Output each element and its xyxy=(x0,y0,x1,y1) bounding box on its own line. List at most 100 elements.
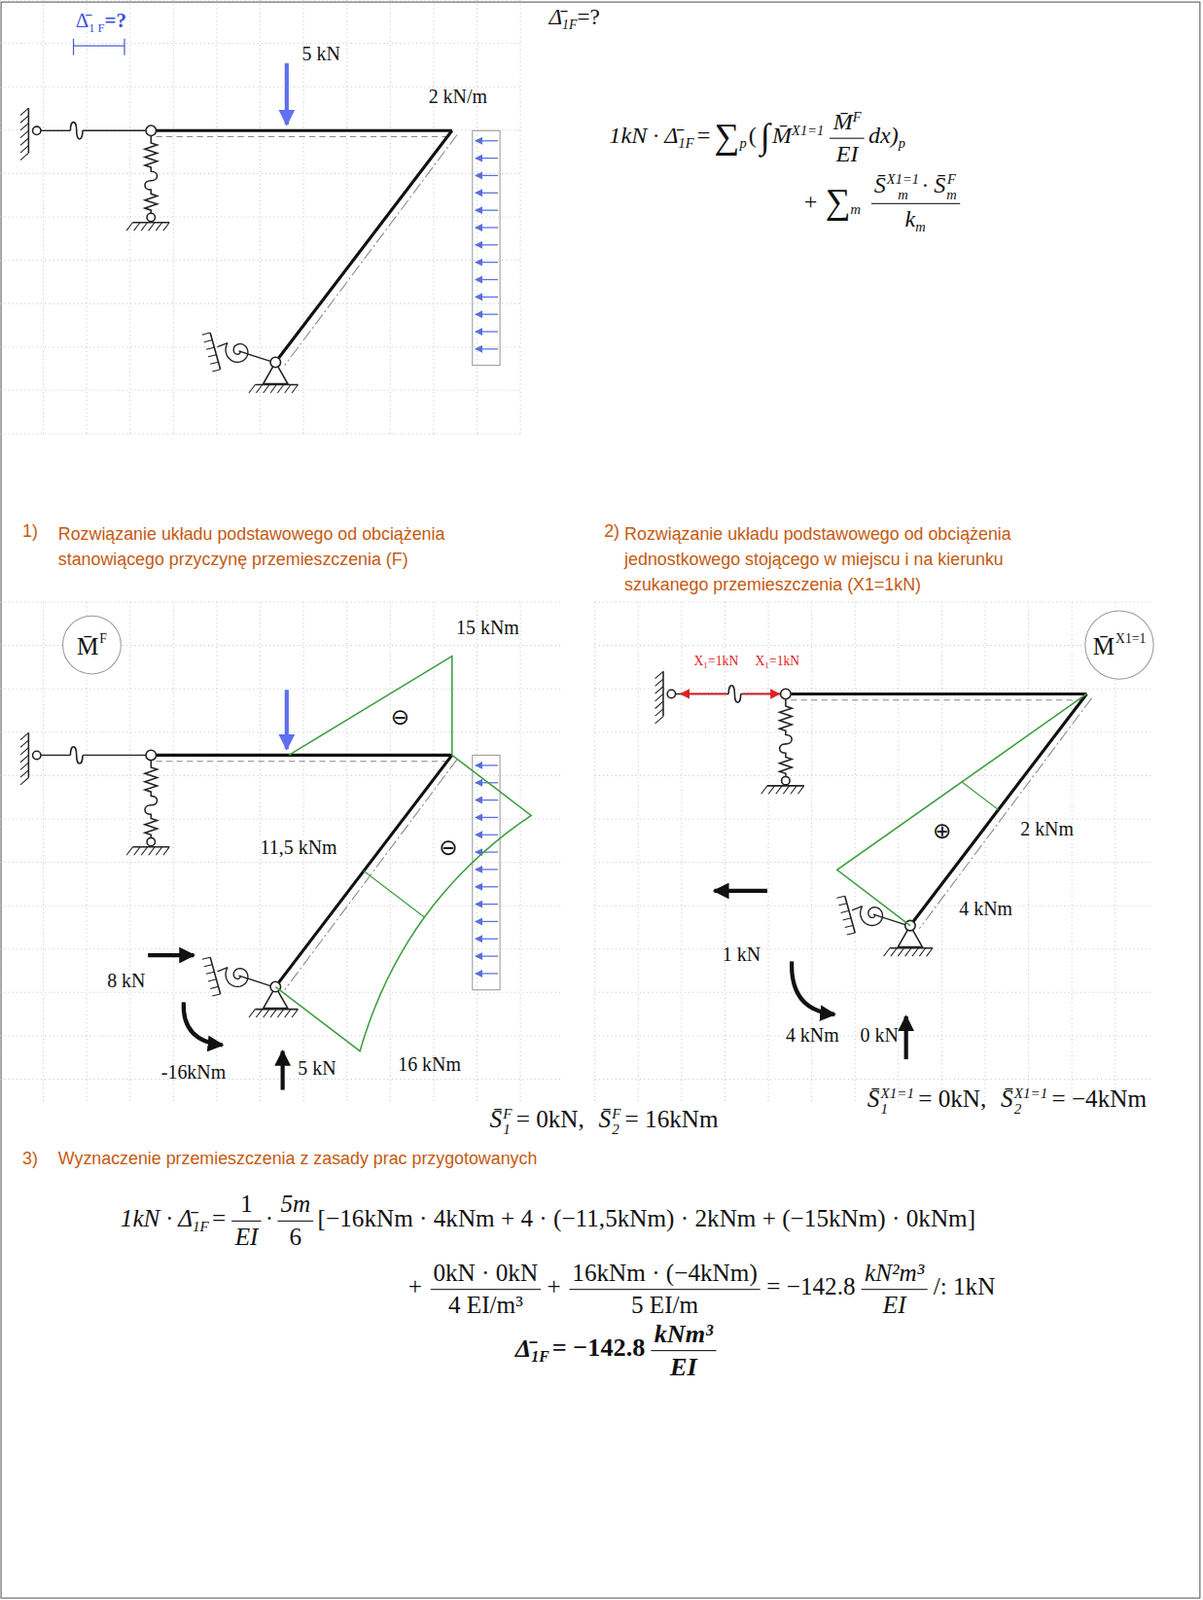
load-arrow xyxy=(475,175,498,177)
wall-support xyxy=(655,678,664,686)
ground-support xyxy=(248,385,255,393)
index-stack: X1=1m xyxy=(886,173,920,203)
support-pin xyxy=(33,750,41,759)
value-label: 4 kNm xyxy=(785,1024,840,1048)
math-term: 4 EI/m³ xyxy=(448,1291,524,1318)
math-term: 1 xyxy=(240,1190,253,1217)
formula-line: S̄F1= 0kN,S̄F2= 16kNm xyxy=(490,1104,719,1137)
reaction-arrow xyxy=(281,1051,285,1091)
grid-line xyxy=(0,0,521,1)
moment-triangle xyxy=(837,693,1088,925)
ground-support xyxy=(284,385,291,393)
value-label: -16kNm xyxy=(161,1061,226,1085)
moment-curve xyxy=(275,754,531,1051)
rotational-spring xyxy=(239,975,272,986)
value-label: 5 kN xyxy=(302,42,341,67)
moment-ordinate xyxy=(961,781,999,811)
grid-line xyxy=(389,601,391,1102)
math-term: ( xyxy=(748,122,757,148)
support-pin xyxy=(667,689,675,698)
fraction: kNm³EI xyxy=(651,1318,717,1383)
subscript: 1F xyxy=(530,1348,549,1366)
spring-link xyxy=(40,130,71,132)
inclined-member xyxy=(278,130,452,358)
reaction-moment-arrow xyxy=(183,1001,223,1045)
support-pin xyxy=(270,356,281,367)
ground-support xyxy=(126,222,133,231)
background-grid xyxy=(0,601,564,1102)
hinge-node xyxy=(145,749,156,760)
load-arrow xyxy=(475,920,498,922)
wall-support xyxy=(841,910,850,913)
grid-line xyxy=(0,1034,564,1036)
axial-spring xyxy=(728,685,742,703)
wall-support xyxy=(845,895,855,933)
formula-line: 1kN · Δ̄1F=∑p(∫M̄X1=1M̄FEIdx)p xyxy=(608,107,906,168)
superscript: F xyxy=(946,173,956,188)
reaction-arrow xyxy=(904,1016,909,1060)
inclined-member xyxy=(913,693,1087,921)
subscript: 1F xyxy=(562,16,577,33)
point-load-arrow xyxy=(284,63,289,125)
subscript: 1 xyxy=(880,1101,915,1118)
point-load-arrow xyxy=(284,689,289,749)
math-term: S̄ xyxy=(874,172,886,198)
load-arrow xyxy=(475,330,498,332)
fraction-denominator: km xyxy=(871,204,960,237)
section-heading: Rozwiązanie układu podstawowego od obcią… xyxy=(624,521,1063,599)
grid-line xyxy=(637,601,639,1102)
spring-link xyxy=(675,693,730,695)
load-arrow xyxy=(475,192,498,194)
grid-line xyxy=(680,601,682,1102)
distributed-load xyxy=(472,130,500,365)
fraction: S̄X1=1m· S̄Fmkm xyxy=(871,171,960,237)
wall-support xyxy=(20,762,29,770)
rotational-spring xyxy=(216,967,228,972)
math-term: = 0kN, xyxy=(516,1105,585,1133)
load-arrow xyxy=(475,279,498,281)
wall-support xyxy=(20,747,29,755)
math-term: =? xyxy=(576,3,600,30)
spring-link xyxy=(82,754,146,756)
grid-line xyxy=(0,346,521,348)
displacement-dimension xyxy=(73,38,125,56)
value-label: 11,5 kNm xyxy=(260,836,338,860)
inclined-member xyxy=(278,754,452,983)
grid-line xyxy=(86,601,88,1102)
grid-line xyxy=(42,601,44,1102)
grid-line xyxy=(941,601,943,1102)
fraction: 1EI xyxy=(231,1189,261,1252)
grid-line xyxy=(42,0,44,434)
dimension-line xyxy=(73,45,125,47)
moment-index: F xyxy=(99,630,107,646)
subscript: m xyxy=(915,219,925,236)
fraction: 16kNm · (−4kNm)5 EI/m xyxy=(568,1258,761,1321)
wall-support xyxy=(20,138,29,145)
wall-support xyxy=(655,716,664,724)
rotational-spring xyxy=(873,914,906,924)
grid-line xyxy=(346,601,348,1102)
math-term: · S̄ xyxy=(921,172,946,198)
grid-line xyxy=(768,601,770,1102)
member-fibre-line xyxy=(919,698,1092,929)
wall-support xyxy=(655,708,664,716)
subscript: p xyxy=(739,136,746,152)
load-arrow xyxy=(475,314,498,316)
background-grid xyxy=(595,601,1154,1102)
frame-structure xyxy=(655,671,1093,956)
math-term: S̄ xyxy=(1000,1085,1014,1112)
sign-symbol: ⊖ xyxy=(390,704,410,732)
vertical-spring xyxy=(779,699,793,778)
sign-symbol: ⊕ xyxy=(932,817,952,846)
ground-support xyxy=(270,385,277,393)
value-label: 8 kN xyxy=(106,969,145,993)
grid-line xyxy=(984,601,986,1102)
load-arrow xyxy=(475,868,498,870)
ground-support xyxy=(263,385,270,393)
superscript: F xyxy=(852,108,862,125)
math-term: EI xyxy=(883,1291,907,1318)
superscript: F xyxy=(502,1106,512,1123)
grid-line xyxy=(520,601,522,1102)
distributed-load xyxy=(472,754,500,990)
ground-support xyxy=(126,847,133,855)
